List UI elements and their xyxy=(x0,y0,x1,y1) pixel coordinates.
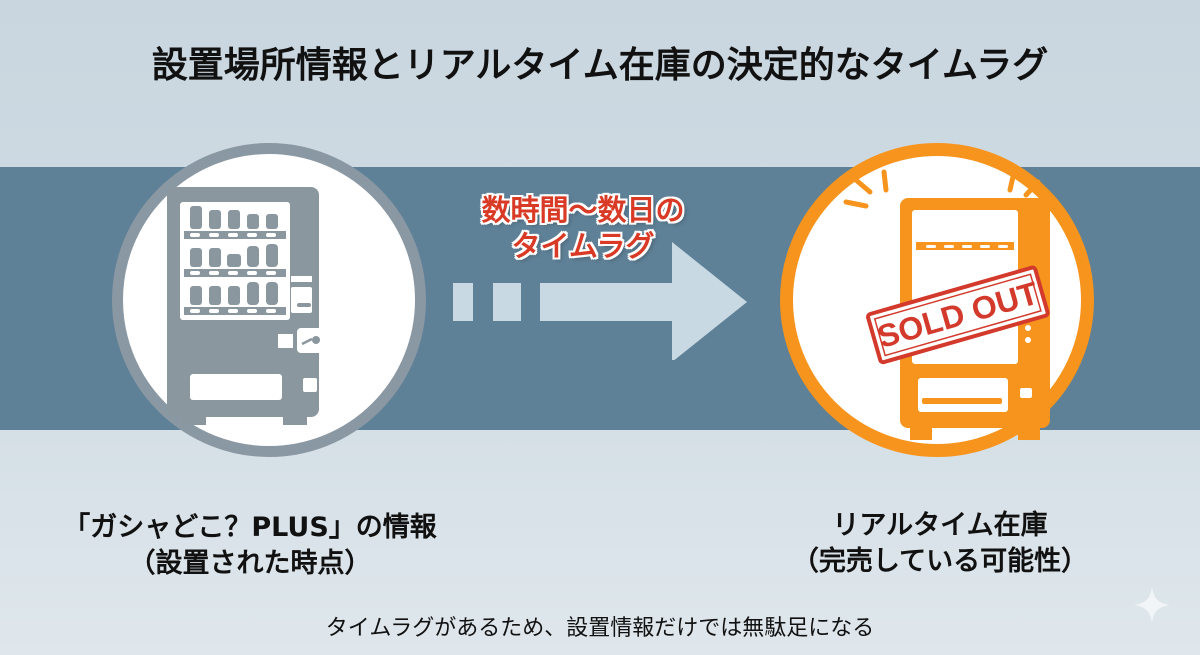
time-lag-line1: 数時間〜数日の xyxy=(481,193,685,227)
arrow-right-icon xyxy=(453,242,747,360)
right-caption-line1: リアルタイム在庫 xyxy=(832,510,1048,541)
left-caption-line1: 「ガシャどこ？PLUS」の情報 xyxy=(63,512,437,543)
sparkle-icon xyxy=(1134,587,1170,623)
time-lag-label: 数時間〜数日の タイムラグ xyxy=(468,192,698,264)
vending-machine-sold-out-icon: SOLD OUT xyxy=(843,169,1051,440)
right-caption: リアルタイム在庫 （完売している可能性） xyxy=(790,508,1090,580)
left-caption-line2: （設置された時点） xyxy=(128,548,372,579)
time-lag-line2: タイムラグ xyxy=(511,229,655,263)
right-caption-line2: （完売している可能性） xyxy=(791,546,1089,577)
diagram-title: 設置場所情報とリアルタイム在庫の決定的なタイムラグ xyxy=(151,45,1049,86)
vending-machine-stocked-icon xyxy=(167,187,326,425)
left-caption: 「ガシャどこ？PLUS」の情報 （設置された時点） xyxy=(30,510,470,582)
footer-note: タイムラグがあるため、設置情報だけでは無駄足になる xyxy=(325,616,875,641)
